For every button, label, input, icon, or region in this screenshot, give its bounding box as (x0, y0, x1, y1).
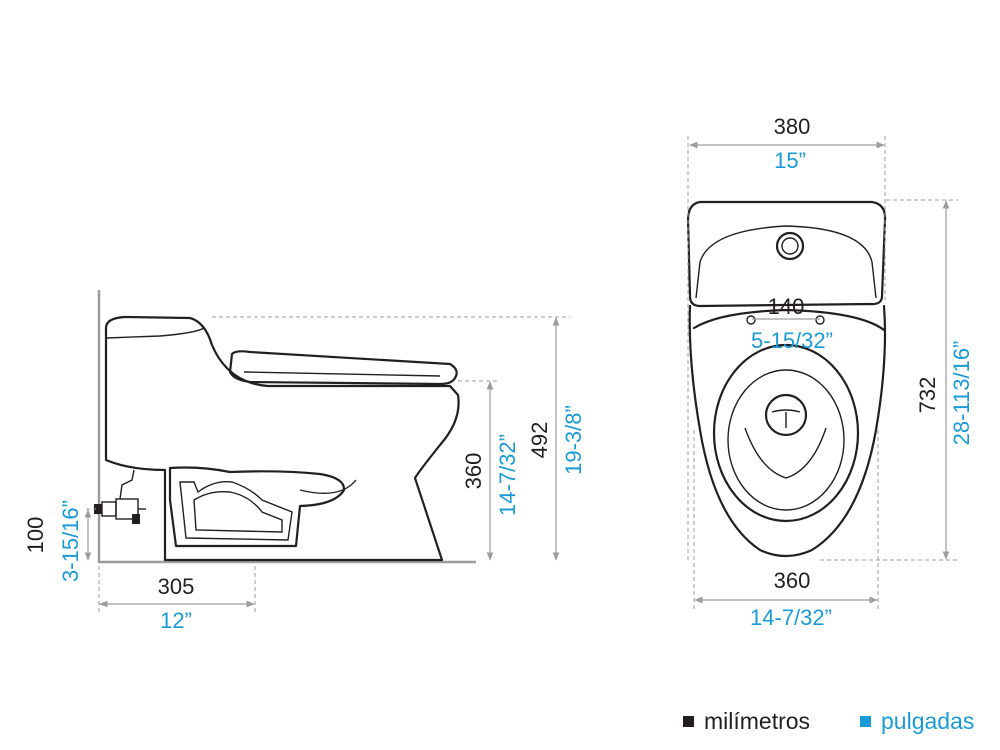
bowl-curve (299, 479, 357, 494)
bowl-inner (168, 466, 346, 548)
height-total-mm-label: 492 (527, 422, 552, 459)
tank-top-inner (695, 225, 877, 299)
bolt-spacing-mm-label: 140 (768, 294, 805, 319)
seat-lid (228, 350, 458, 386)
side-view: 492 19-3/8” 360 14-7/32” 100 3-15/16” 30… (23, 290, 586, 633)
supply-valve (94, 469, 146, 524)
bowl-opening (727, 369, 845, 511)
tank-lid (105, 327, 205, 339)
bolt-spacing-in-label: 5-15/32” (751, 328, 833, 353)
legend-in-label: pulgadas (881, 707, 975, 734)
seat-line (243, 371, 441, 377)
bolt-left-icon (746, 315, 756, 325)
rough-in-in-label: 12” (160, 608, 192, 633)
in-swatch (860, 715, 871, 727)
rough-in-mm-label: 305 (158, 574, 195, 599)
legend-in: pulgadas (860, 706, 974, 736)
bowl-width-mm-label: 360 (774, 568, 811, 593)
supply-height-in-label: 3-15/16” (58, 500, 83, 582)
flush-button-icon (775, 231, 805, 261)
drain-icon (764, 393, 808, 437)
height-total-in-label: 19-3/8” (561, 405, 586, 475)
height-rim-mm-label: 360 (461, 453, 486, 490)
tank-top (686, 200, 887, 308)
bowl-seat (712, 343, 860, 523)
trapway (179, 481, 293, 541)
bowl-width-in-label: 14-7/32” (750, 605, 832, 630)
trapway-inner (193, 490, 283, 533)
bolt-right-icon (815, 315, 825, 325)
bowl-rim (692, 308, 886, 332)
legend-mm: milímetros (683, 706, 810, 736)
supply-height-mm-label: 100 (23, 517, 48, 554)
height-rim-in-label: 14-7/32” (495, 434, 520, 516)
bowl-outline (688, 304, 887, 558)
length-mm-label: 732 (915, 377, 940, 414)
length-in-label: 28-113/16” (949, 341, 974, 446)
tank-width-in-label: 15” (774, 148, 806, 173)
legend-mm-label: milímetros (704, 707, 811, 734)
top-view: 380 15” 140 5-15/32” 732 28-113/16” 360 … (686, 114, 974, 630)
tank-body (104, 315, 460, 562)
mm-swatch (683, 715, 694, 727)
tank-width-mm-label: 380 (774, 114, 811, 139)
